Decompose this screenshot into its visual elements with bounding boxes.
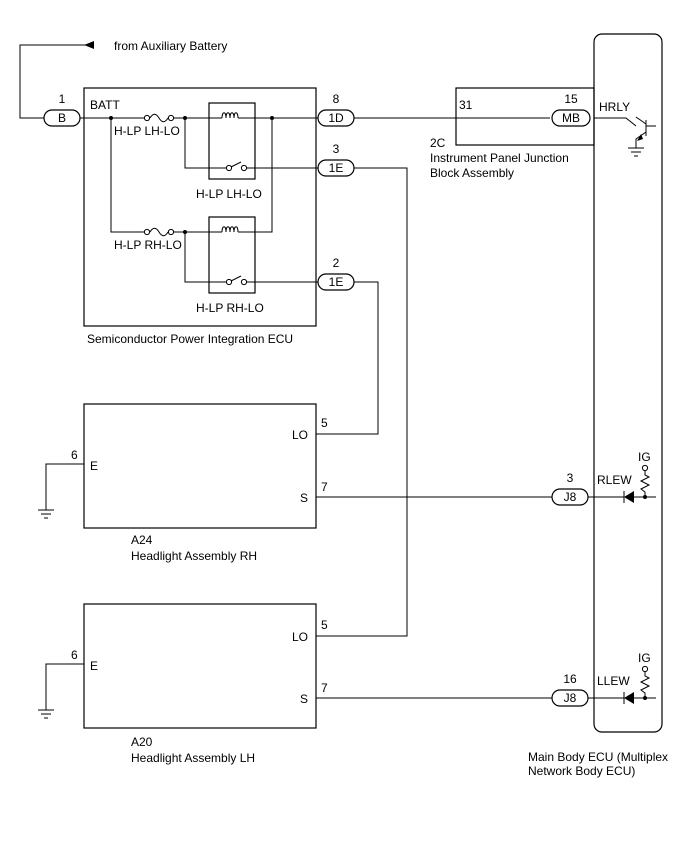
headlight-assembly-rh: LO S E 5 7 6 A24 Headlight Assembly RH (71, 403, 328, 563)
relay-lh: H-LP LH-LO (196, 102, 262, 201)
connector-j8-lh-name: J8 (564, 691, 577, 705)
connector-b-pin: 1 (59, 92, 66, 106)
lh-name: Headlight Assembly LH (131, 751, 255, 765)
connector-b: 1 B (43, 92, 81, 127)
connector-j8-rh-pin: 3 (567, 471, 574, 485)
connector-1e-lower-pin: 2 (333, 256, 340, 270)
ground-icon (38, 463, 84, 519)
rlew-input-circuit: RLEW IG (594, 450, 656, 503)
connector-j8-rh-name: J8 (564, 490, 577, 504)
connector-1e-upper-pin: 3 (333, 142, 340, 156)
ig-bottom-label: IG (638, 651, 651, 665)
relay-rh-label: H-LP RH-LO (196, 301, 264, 315)
headlight-assembly-lh: LO S E 5 7 6 A20 Headlight Assembly LH (71, 603, 328, 765)
lh-s-pin: 7 (321, 681, 328, 695)
rh-lo-label: LO (292, 428, 308, 442)
connector-mb-pin: 15 (564, 92, 578, 106)
lh-e-label: E (90, 659, 98, 673)
connector-1e-upper: 3 1E (317, 142, 355, 177)
rh-e-label: E (90, 459, 98, 473)
connector-j8-rh: 3 J8 (551, 471, 589, 506)
lh-code: A20 (131, 735, 153, 749)
main-body-ecu-box (593, 33, 663, 733)
lh-lo-label: LO (292, 630, 308, 644)
connector-j8-lh: 16 J8 (551, 672, 589, 707)
connector-b-name: B (58, 111, 66, 125)
hrly-label: HRLY (599, 100, 630, 114)
llew-label: LLEW (597, 674, 630, 688)
arrow-left-icon (84, 41, 94, 49)
connector-mb-name: MB (562, 111, 580, 125)
connector-mb: 15 MB (551, 92, 591, 127)
fuse-rh-label: H-LP RH-LO (114, 238, 182, 252)
fuse-lh-label: H-LP LH-LO (114, 124, 180, 138)
relay-rh: H-LP RH-LO (196, 216, 264, 315)
lh-lo-pin: 5 (321, 618, 328, 632)
rh-s-pin: 7 (321, 480, 328, 494)
rlew-label: RLEW (597, 473, 632, 487)
rh-s-label: S (300, 491, 308, 505)
ipjb-name-line1: Instrument Panel Junction (430, 151, 569, 165)
connector-1e-upper-name: 1E (329, 161, 344, 175)
main-ecu-label-line2: Network Body ECU) (528, 764, 635, 778)
rh-e-pin: 6 (71, 448, 78, 462)
connector-j8-lh-pin: 16 (563, 672, 577, 686)
rh-code: A24 (131, 533, 153, 547)
from-aux-label: from Auxiliary Battery (114, 39, 227, 53)
connector-1e-lower: 2 1E (317, 256, 355, 291)
main-ecu-label-line1: Main Body ECU (Multiplex (528, 750, 668, 764)
fuse-lh: H-LP LH-LO (114, 113, 180, 138)
aux-battery-feed: from Auxiliary Battery (19, 39, 227, 119)
lh-s-label: S (300, 692, 308, 706)
ig-top-label: IG (638, 450, 651, 464)
connector-1d: 8 1D (317, 92, 355, 127)
lh-e-pin: 6 (71, 648, 78, 662)
power-ecu-label: Semiconductor Power Integration ECU (87, 332, 293, 346)
relay-lh-label: H-LP LH-LO (196, 187, 262, 201)
rh-name: Headlight Assembly RH (131, 549, 257, 563)
rh-lo-pin: 5 (321, 416, 328, 430)
power-ecu-box (83, 87, 317, 327)
connector-1d-pin: 8 (333, 92, 340, 106)
ground-icon (38, 663, 84, 719)
connector-1e-lower-name: 1E (329, 275, 344, 289)
ipjb-name-line2: Block Assembly (430, 166, 514, 180)
hrly-transistor-icon: HRLY (594, 100, 656, 157)
ipjb-code: 2C (430, 136, 446, 150)
llew-input-circuit: LLEW IG (594, 651, 656, 704)
fuse-rh: H-LP RH-LO (114, 227, 182, 252)
ipjb-pin: 31 (459, 98, 473, 112)
batt-label: BATT (90, 98, 120, 112)
connector-1d-name: 1D (328, 111, 344, 125)
